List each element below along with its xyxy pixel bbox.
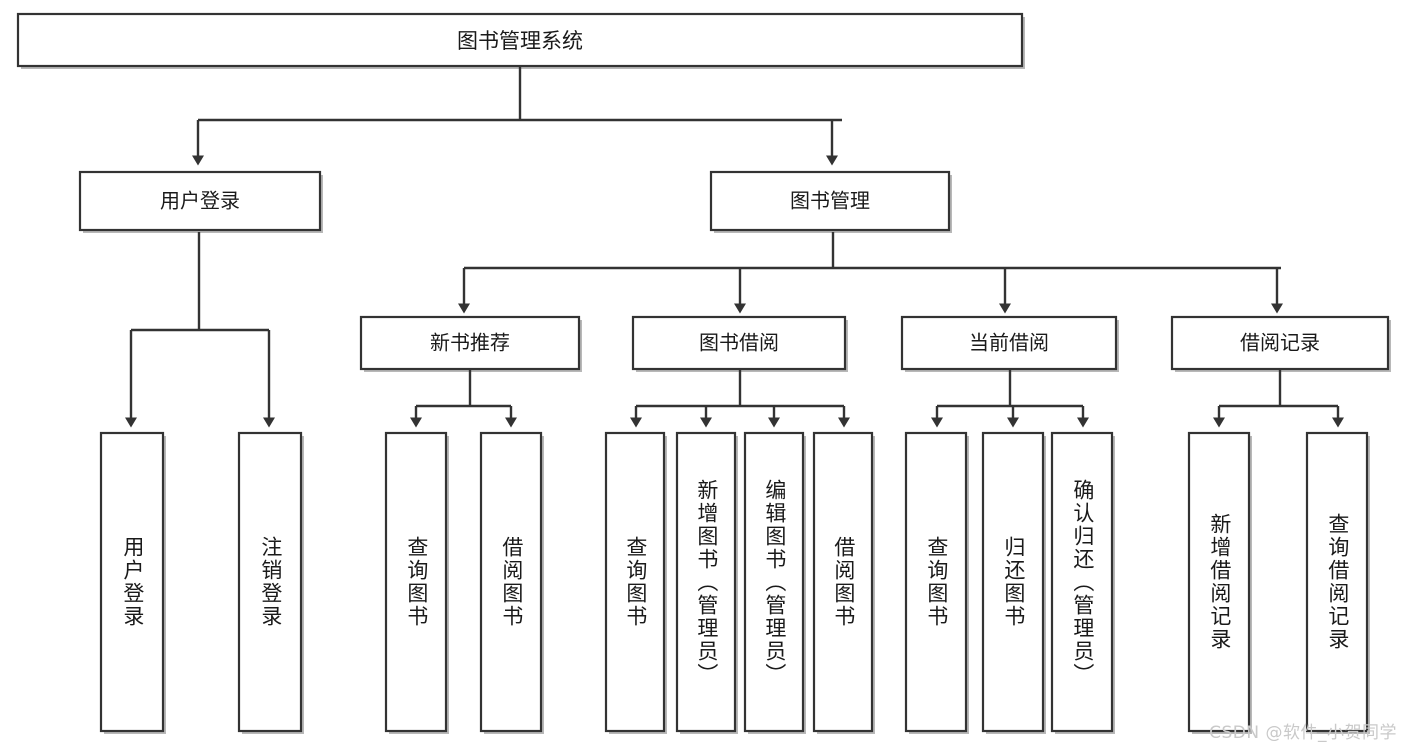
label-borrow-record: 借阅记录 <box>1240 331 1320 355</box>
node-book-borrow[interactable] <box>631 315 847 371</box>
leaf-query-borrow-record[interactable] <box>1305 431 1369 733</box>
label-book-borrow: 图书借阅 <box>699 331 779 355</box>
label-user-login: 用户登录 <box>160 189 240 213</box>
leaf-confirm-return-admin[interactable] <box>1050 431 1114 733</box>
label-book-management: 图书管理 <box>790 189 870 213</box>
leaf-edit-book-admin[interactable] <box>743 431 805 733</box>
node-labels: 图书管理系统 用户登录 图书管理 新书推荐 图书借阅 当前借阅 借阅记录 <box>160 29 1320 355</box>
node-boxes <box>16 12 1390 733</box>
node-current-borrow[interactable] <box>900 315 1118 371</box>
leaf-query-book-borrow[interactable] <box>604 431 666 733</box>
node-book-management[interactable] <box>709 170 951 232</box>
leaf-return-book[interactable] <box>981 431 1045 733</box>
leaf-add-book-admin[interactable] <box>675 431 737 733</box>
label-current-borrow: 当前借阅 <box>969 331 1049 355</box>
leaf-borrow-book[interactable] <box>812 431 874 733</box>
node-borrow-record[interactable] <box>1170 315 1390 371</box>
leaf-user-logout[interactable] <box>237 431 303 733</box>
node-root[interactable] <box>16 12 1024 68</box>
leaf-query-book-current[interactable] <box>904 431 968 733</box>
leaf-add-borrow-record[interactable] <box>1187 431 1251 733</box>
label-root: 图书管理系统 <box>457 29 583 53</box>
leaf-borrow-book-recommend[interactable] <box>479 431 543 733</box>
csdn-watermark: CSDN @软件_小贺同学 <box>1209 723 1397 743</box>
leaf-user-login[interactable] <box>99 431 165 733</box>
label-new-book-recommend: 新书推荐 <box>430 331 510 355</box>
leaf-query-book-recommend[interactable] <box>384 431 448 733</box>
connector-lines <box>125 66 1344 428</box>
node-new-book-recommend[interactable] <box>359 315 581 371</box>
node-user-login[interactable] <box>78 170 322 232</box>
